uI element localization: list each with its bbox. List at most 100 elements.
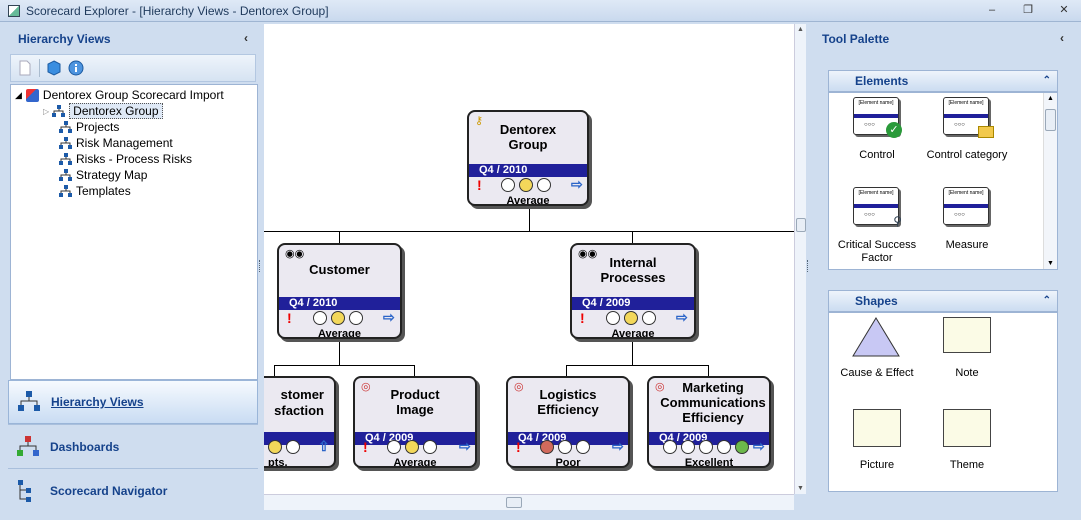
control-element-icon[interactable]: [Element name]○○○ ✓ [853,97,902,138]
connector [274,365,275,377]
elements-section-header[interactable]: Elements ⌃ [828,70,1058,92]
connector [264,231,794,232]
status-lamp [735,440,749,454]
info-icon[interactable] [68,60,84,76]
arrow-up-icon: ⇧ [318,438,330,454]
status-lamp [663,440,677,454]
hierarchy-tree: ◢ Dentorex Group Scorecard Import ▷ Dent… [10,84,258,380]
status-lamp [537,178,551,192]
node-marketing-communications-efficiency[interactable]: ◎ Marketing Communications Efficiency Q4… [647,376,771,468]
status-lamp [699,440,713,454]
connector [566,365,709,366]
status-lamp [331,311,345,325]
hierarchy-icon [17,390,41,414]
arrow-right-icon: ⇨ [753,438,765,454]
expand-arrow-icon[interactable]: ▷ [43,106,50,116]
key-icon: ⚲ [893,214,902,228]
status-lamp [606,311,620,325]
connector [708,365,709,377]
dashboard-icon [16,435,40,459]
close-icon[interactable]: ✕ [1059,4,1069,16]
scroll-thumb[interactable] [1045,109,1056,131]
window-title: Scorecard Explorer - [Hierarchy Views - … [26,3,329,18]
tree-item[interactable]: Risks - Process Risks [59,151,192,167]
chevron-up-icon[interactable]: ⌃ [1042,295,1051,306]
node-customer[interactable]: ◉◉ Customer Q4 / 2010 ! ⇨ Average [277,243,402,339]
scroll-thumb[interactable] [796,218,806,232]
status-lamp [624,311,638,325]
scroll-down-icon[interactable]: ▼ [797,485,804,492]
hierarchy-node-icon [59,120,72,134]
target-icon: ◎ [514,381,524,393]
picture-shape-icon[interactable] [853,409,901,447]
key-icon: ⚷ [475,115,484,127]
status-lamp [268,440,282,454]
panel-title: Hierarchy Views [18,32,111,46]
node-product-image[interactable]: ◎ Product Image Q4 / 2009 ! ⇨ Average [353,376,477,468]
binoculars-icon: ◉◉ [285,248,305,260]
scroll-up-icon[interactable]: ▲ [1047,95,1054,102]
hierarchy-node-icon [59,184,72,198]
tree-item[interactable]: Projects [59,119,119,135]
connector [274,365,415,366]
connector [414,365,415,377]
arrow-right-icon: ⇨ [571,176,583,192]
vertical-scrollbar[interactable]: ▲ ▼ [794,24,806,494]
tree-item[interactable]: Templates [59,183,131,199]
splitter-grip[interactable] [259,260,262,272]
navigation-pane: Hierarchy Views Dashboards Scorecard Nav… [8,380,258,512]
status-lamp [642,311,656,325]
alert-icon: ! [477,177,482,193]
status-lamp [286,440,300,454]
chevron-up-icon[interactable]: ⌃ [1042,75,1051,86]
elements-scrollbar[interactable]: ▲ ▼ [1043,93,1057,269]
control-category-element-icon[interactable]: [Element name]○○○ [943,97,994,138]
cube-icon[interactable] [46,60,62,76]
scroll-down-icon[interactable]: ▼ [1047,260,1054,267]
scroll-thumb[interactable] [506,497,522,508]
connector [339,340,340,366]
horizontal-scrollbar[interactable] [264,494,794,510]
triangle-shape-icon[interactable] [851,317,901,357]
node-dentorex-group[interactable]: ⚷ Dentorex Group Q4 / 2010 ! ⇨ Average [467,110,589,206]
tree-item[interactable]: ▷ Dentorex Group [43,103,163,119]
alert-icon: ! [516,439,521,455]
note-shape-icon[interactable] [943,317,991,353]
nav-scorecard-navigator[interactable]: Scorecard Navigator [8,468,258,512]
shapes-list: Cause & Effect Note Picture Theme [828,312,1058,492]
splitter-grip[interactable] [807,260,810,272]
measure-element-icon[interactable]: [Element name]○○○ [943,187,989,225]
target-icon: ◎ [361,381,371,393]
node-internal-processes[interactable]: ◉◉ Internal Processes Q4 / 2009 ! ⇨ Aver… [570,243,696,339]
new-document-icon[interactable] [17,60,33,76]
hierarchy-canvas[interactable]: ⚷ Dentorex Group Q4 / 2010 ! ⇨ Average ◉… [264,24,794,494]
tree-item[interactable]: Strategy Map [59,167,147,183]
tree-root[interactable]: ◢ Dentorex Group Scorecard Import [15,88,224,102]
shapes-section-header[interactable]: Shapes ⌃ [828,290,1058,312]
status-lamp [681,440,695,454]
restore-icon[interactable]: ❐ [1023,4,1033,16]
expand-arrow-icon[interactable]: ◢ [15,89,22,100]
arrow-right-icon: ⇨ [676,309,688,325]
tree-item[interactable]: Risk Management [59,135,173,151]
node-logistics-efficiency[interactable]: ◎ Logistics Efficiency Q4 / 2009 ! ⇨ Poo… [506,376,630,468]
scroll-up-icon[interactable]: ▲ [797,26,804,33]
collapse-left-icon[interactable]: ‹ [244,31,248,45]
status-lamp [717,440,731,454]
theme-shape-icon[interactable] [943,409,991,447]
critical-success-factor-element-icon[interactable]: [Element name]○○○ ⚲ [853,187,902,228]
nav-dashboards[interactable]: Dashboards [8,424,258,468]
checkmark-icon: ✓ [886,122,902,138]
status-lamp [405,440,419,454]
node-customer-satisfaction[interactable]: stomer sfaction ⇧ pts. [264,376,336,468]
minimize-icon[interactable]: – [988,4,996,16]
status-lamp [313,311,327,325]
nav-hierarchy-views[interactable]: Hierarchy Views [8,380,258,424]
collapse-right-icon[interactable]: ‹ [1060,31,1064,45]
hierarchy-node-icon [59,136,72,150]
connector [566,365,567,377]
connector [339,231,340,243]
target-icon: ◎ [655,381,665,393]
elements-list: [Element name]○○○ ✓ Control [Element nam… [828,92,1058,270]
alert-icon: ! [580,310,585,326]
